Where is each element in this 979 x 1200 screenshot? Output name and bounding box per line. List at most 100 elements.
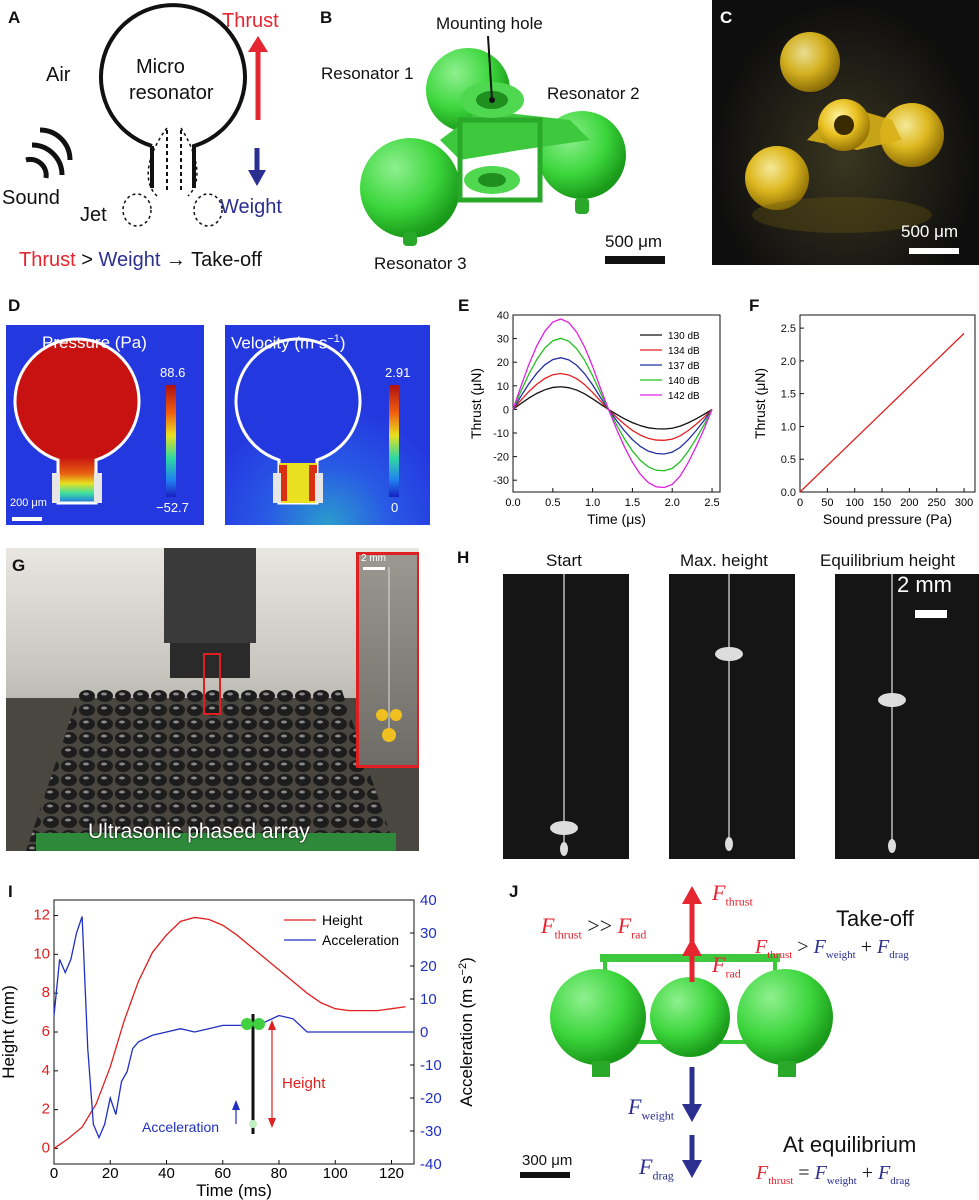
accel-arrowhead bbox=[232, 1100, 240, 1110]
x-tick-label: 50 bbox=[821, 497, 833, 509]
h-eq-photo: 2 mm bbox=[835, 574, 979, 859]
x-tick-label: 2.5 bbox=[704, 497, 719, 509]
resonator1-label: Resonator 1 bbox=[321, 64, 414, 83]
velocity-title-exp: −1 bbox=[327, 333, 340, 345]
legend-label: 134 dB bbox=[668, 346, 700, 357]
legend-label: 140 dB bbox=[668, 376, 700, 387]
tc-thrust: thrust bbox=[767, 949, 793, 961]
h-max-label: Max. height bbox=[680, 551, 768, 570]
y-tick-label: 2.5 bbox=[781, 323, 796, 335]
y-tick-label: 6 bbox=[42, 1023, 50, 1040]
legend-label: Acceleration bbox=[322, 932, 399, 948]
y2-tick-label: 10 bbox=[420, 991, 437, 1008]
x-tick-label: 40 bbox=[158, 1165, 175, 1182]
x-tick-label: 20 bbox=[102, 1165, 119, 1182]
x-tick-label: 120 bbox=[379, 1165, 404, 1182]
y2-tick-label: 20 bbox=[420, 958, 437, 975]
jet-label: Jet bbox=[80, 204, 107, 226]
velocity-title-text: Velocity (m s bbox=[231, 333, 328, 353]
x-axis-label: Time (μs) bbox=[587, 511, 646, 527]
eq-thrust: Thrust bbox=[19, 249, 76, 271]
y-tick-label: 1.0 bbox=[781, 421, 796, 433]
y-tick-label: 0 bbox=[503, 404, 509, 416]
series-line bbox=[512, 357, 713, 455]
air-label: Air bbox=[46, 64, 71, 86]
x-tick-label: 300 bbox=[955, 497, 973, 509]
panel-label-e: E bbox=[458, 296, 470, 315]
velocity-max: 2.91 bbox=[385, 365, 411, 380]
velocity-field bbox=[225, 325, 430, 525]
x-tick-label: 80 bbox=[271, 1165, 288, 1182]
height-annotation: Height bbox=[282, 1075, 326, 1092]
resonator3-label: Resonator 3 bbox=[374, 254, 467, 273]
ratio-op: >> bbox=[581, 913, 618, 938]
series-line bbox=[799, 332, 965, 493]
panel-label-g: G bbox=[12, 556, 26, 575]
series-line bbox=[512, 372, 713, 441]
ratio-rhs: rad bbox=[631, 927, 647, 942]
y-tick-label: 0.5 bbox=[781, 454, 796, 466]
y2-tick-label: -40 bbox=[420, 1156, 442, 1173]
f-weight-label: Fweight bbox=[628, 1094, 675, 1123]
y-tick-label: 1.5 bbox=[781, 389, 796, 401]
phased-array-caption: Ultrasonic phased array bbox=[88, 820, 310, 843]
g-inset-scale-label: 2 mm bbox=[361, 553, 386, 564]
ec-weight: weight bbox=[826, 1175, 857, 1187]
thrust-label: Thrust bbox=[222, 10, 279, 32]
legend-label: 130 dB bbox=[668, 331, 700, 342]
panel-a-diagram bbox=[25, 3, 268, 227]
pressure-max: 88.6 bbox=[160, 365, 186, 380]
pressure-min: −52.7 bbox=[156, 500, 189, 515]
panel-label-c: C bbox=[720, 8, 733, 27]
f-weight-sub: weight bbox=[641, 1108, 675, 1123]
panel-j-diagram bbox=[520, 886, 833, 1178]
resonator2-label: Resonator 2 bbox=[547, 84, 640, 103]
h-start-photo bbox=[503, 574, 629, 859]
f-rad-sub: rad bbox=[725, 966, 741, 981]
y2-tick-label: -20 bbox=[420, 1090, 442, 1107]
y-tick-label: 2.0 bbox=[781, 356, 796, 368]
inset-device bbox=[241, 1018, 253, 1030]
tc-weight: weight bbox=[825, 949, 856, 961]
ratio-equation: Fthrust >> Frad bbox=[541, 913, 647, 942]
height-arrowhead-up bbox=[268, 1020, 276, 1030]
equilibrium-title: At equilibrium bbox=[783, 1132, 917, 1157]
ec-drag: drag bbox=[890, 1175, 910, 1187]
ec-thrust: thrust bbox=[768, 1175, 794, 1187]
h-max-photo bbox=[669, 574, 795, 859]
y2-tick-label: 0 bbox=[420, 1024, 428, 1041]
mounting-hole-label: Mounting hole bbox=[436, 14, 543, 33]
velocity-title-close: ) bbox=[339, 333, 346, 353]
panel-label-j: J bbox=[509, 882, 519, 901]
y-tick-label: 20 bbox=[497, 357, 509, 369]
y-tick-label: 12 bbox=[33, 907, 50, 924]
panel-j-scale-label: 300 μm bbox=[522, 1152, 573, 1169]
panel-g-photo: G Ultrasonic phased array 2 mm bbox=[6, 548, 419, 851]
y-tick-label: -30 bbox=[493, 475, 509, 487]
series-line bbox=[53, 916, 414, 1140]
y-axis-label: Thrust (μN) bbox=[752, 368, 768, 439]
h-eq-drawing bbox=[878, 574, 947, 853]
h-max-drawing bbox=[715, 574, 743, 851]
y2-tick-label: 40 bbox=[420, 892, 437, 909]
f-rad-label: Frad bbox=[712, 952, 741, 981]
x-axis-label: Time (ms) bbox=[196, 1181, 272, 1200]
y-tick-label: 8 bbox=[42, 984, 50, 1001]
h-eq-label: Equilibrium height bbox=[820, 551, 956, 570]
inset-device bbox=[253, 1018, 265, 1030]
y-tick-label: -20 bbox=[493, 452, 509, 464]
tc-drag: drag bbox=[889, 949, 909, 961]
eq-gt: > bbox=[75, 249, 99, 271]
velocity-min: 0 bbox=[391, 500, 399, 515]
plot-frame bbox=[512, 314, 721, 493]
h-scale-label: 2 mm bbox=[897, 574, 952, 597]
resonator-label: resonator bbox=[129, 82, 214, 104]
x-tick-label: 100 bbox=[323, 1165, 348, 1182]
y-tick-label: -10 bbox=[493, 428, 509, 440]
y-axis-label: Height (mm) bbox=[0, 985, 18, 1079]
y2-tick-label: -10 bbox=[420, 1057, 442, 1074]
panel-d-scale-label: 200 μm bbox=[10, 497, 47, 509]
takeoff-equation: Thrust > Weight → Take-off bbox=[19, 249, 262, 272]
y-axis-label: Thrust (μN) bbox=[468, 368, 484, 439]
panel-c-scale-label: 500 μm bbox=[901, 222, 959, 241]
